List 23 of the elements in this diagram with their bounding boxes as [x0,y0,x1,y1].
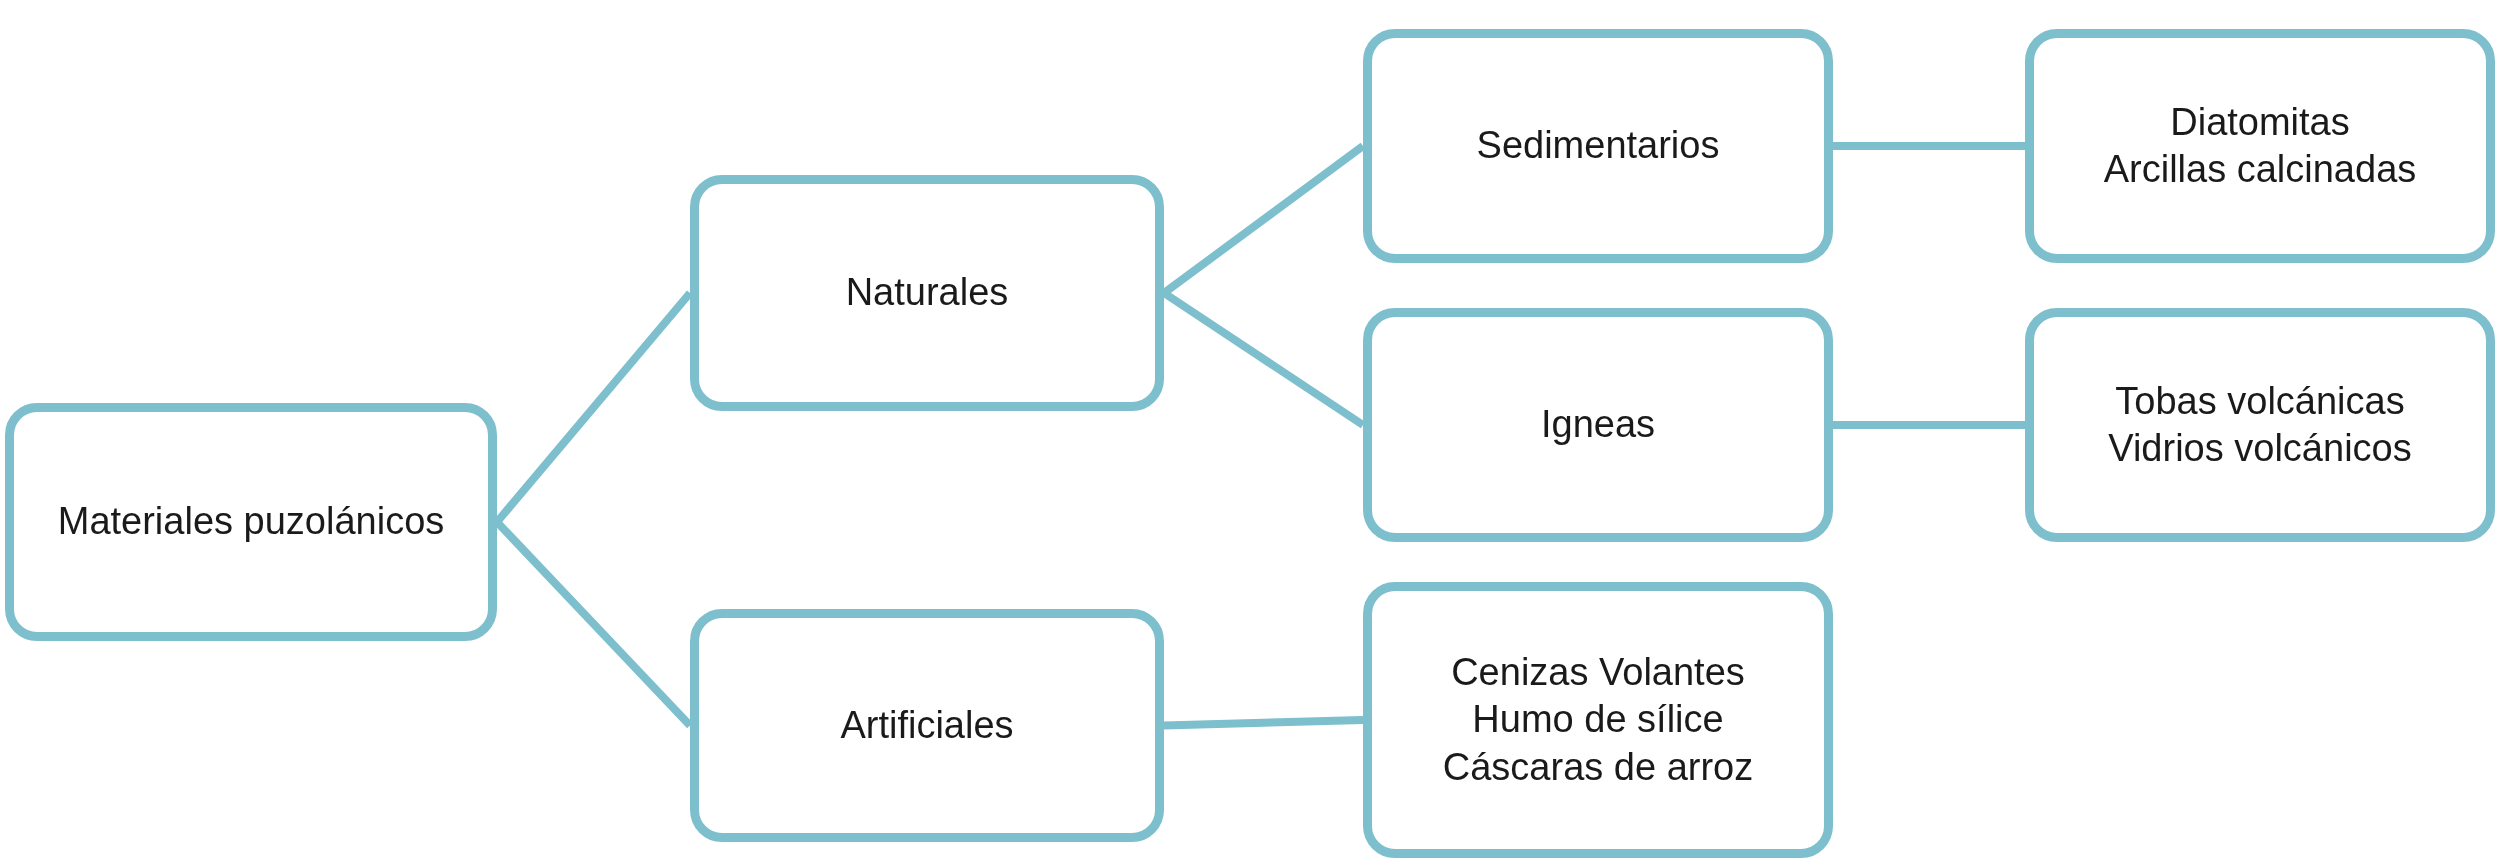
category-box [1363,582,1833,858]
box-label: Igneas [1540,402,1656,448]
box-label: Naturales [845,270,1009,316]
box-label: Arcillas calcinadas [2103,147,2417,192]
category-box [2025,29,2495,263]
box-label: Humo de sílice [1472,697,1724,743]
category-box [2025,308,2495,542]
box-label: Sedimentarios [1476,123,1720,169]
box-label: Materiales puzolánicos [57,499,445,545]
category-box [1363,29,1833,263]
connector-line [1833,142,2025,150]
box-label: Diatomitas [2170,99,2350,145]
box-label: Artificiales [840,702,1014,748]
category-box [5,403,497,641]
box-label: Vidrios volcánicos [2108,426,2412,471]
box-label: Cenizas Volantes [1451,649,1745,695]
connector-line [1163,716,1364,730]
box-label: Cáscaras de arroz [1442,744,1754,790]
category-box [1363,308,1833,542]
connector-line [1833,421,2025,429]
box-label: Tobas volcánicas [2115,378,2405,424]
category-box [690,175,1164,411]
category-box [690,609,1164,842]
